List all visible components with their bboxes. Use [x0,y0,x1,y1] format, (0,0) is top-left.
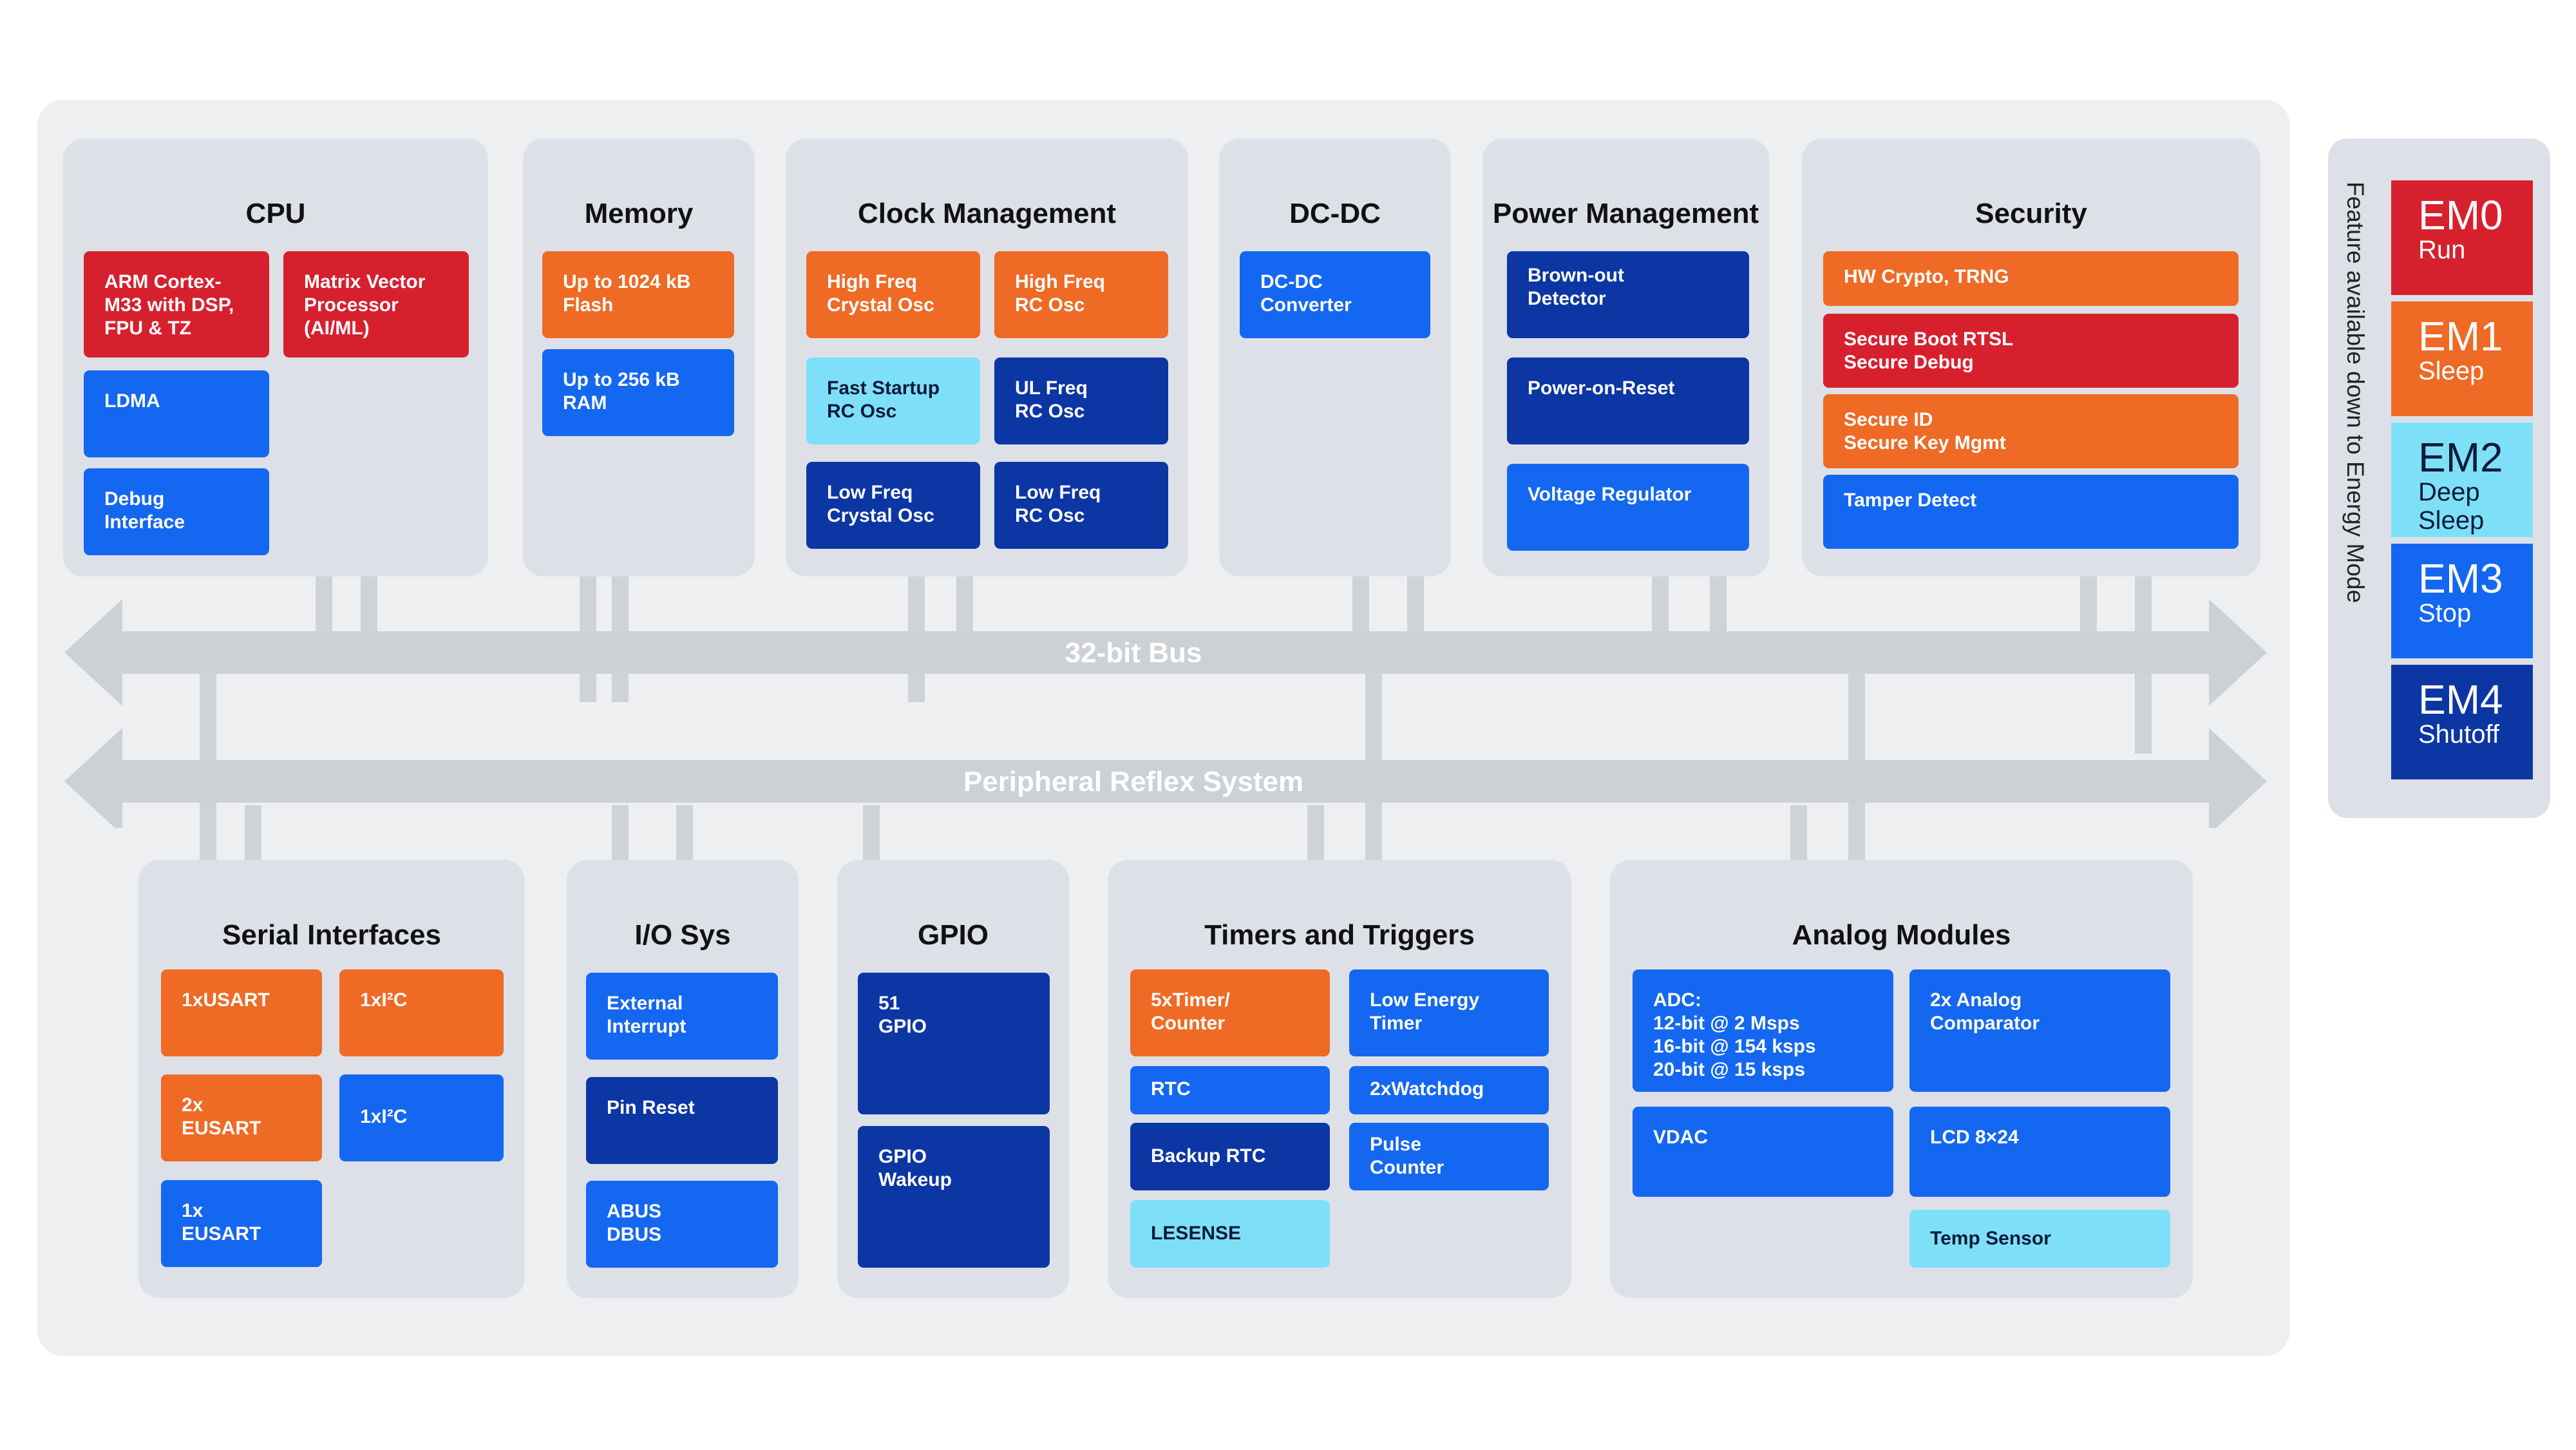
bus-connector [1790,805,1807,863]
section-serial-interfaces: Serial Interfaces 1xUSART 1xI²C 2x EUSAR… [138,860,525,1298]
energy-mode-code: EM1 [2418,313,2503,359]
module-secure-id: Secure ID Secure Key Mgmt [1823,394,2239,468]
section-timers-and-triggers: Timers and Triggers 5xTimer/ Counter Low… [1108,860,1571,1298]
module-pin-reset: Pin Reset [586,1077,778,1164]
energy-mode-name: Run [2418,236,2466,264]
energy-mode-name: Deep Sleep [2418,478,2485,535]
module-voltage-regulator: Voltage Regulator [1507,464,1749,551]
energy-mode-name: Shutoff [2418,720,2500,749]
module-external-interrupt: External Interrupt [586,973,778,1060]
module-dc-dc-converter: DC-DC Converter [1240,251,1430,338]
section-title: Analog Modules [1792,919,2011,951]
module-flash: Up to 1024 kB Flash [542,251,734,338]
section-analog-modules: Analog Modules ADC: 12-bit @ 2 Msps 16-b… [1610,860,2193,1298]
module-brown-out-detector: Brown-out Detector [1507,251,1749,338]
module-watchdog: 2xWatchdog [1349,1066,1549,1114]
section-title: Serial Interfaces [222,919,441,951]
section-title: Timers and Triggers [1204,919,1475,951]
module-backup-rtc: Backup RTC [1130,1123,1330,1190]
module-power-on-reset: Power-on-Reset [1507,358,1749,444]
section-power-management: Power Management Brown-out Detector Powe… [1482,138,1769,577]
energy-mode-name: Sleep [2418,357,2485,385]
bus-connector [676,805,693,863]
section-title: DC-DC [1289,198,1381,229]
section-memory: Memory Up to 1024 kB Flash Up to 256 kB … [523,138,755,577]
section-title: Memory [584,198,694,229]
module-high-freq-crystal-osc: High Freq Crystal Osc [806,251,980,338]
energy-mode-em1: EM1 Sleep [2391,301,2533,416]
module-abus-dbus: ABUS DBUS [586,1181,778,1268]
module-lcd: LCD 8×24 [1909,1107,2170,1197]
module-hw-crypto-trng: HW Crypto, TRNG [1823,251,2239,306]
section-title: Security [1975,198,2087,229]
bus-connector [245,805,261,863]
module-i2c-2: 1xI²C [339,1074,504,1161]
energy-mode-code: EM2 [2418,434,2503,481]
energy-mode-legend-text: Feature available down to Energy Mode [2342,182,2369,604]
section-clock-management: Clock Management High Freq Crystal Osc H… [786,138,1188,577]
module-temp-sensor: Temp Sensor [1909,1210,2170,1268]
module-low-freq-crystal-osc: Low Freq Crystal Osc [806,462,980,549]
section-security: Security HW Crypto, TRNG Secure Boot RTS… [1802,138,2260,577]
section-title: CPU [245,198,306,229]
module-rtc: RTC [1130,1066,1330,1114]
module-analog-comparator: 2x Analog Comparator [1909,969,2170,1092]
bus-connector [612,805,629,863]
module-fast-startup-rc-osc: Fast Startup RC Osc [806,358,980,444]
energy-mode-code: EM0 [2418,192,2503,238]
module-eusart-2x: 2x EUSART [161,1074,322,1161]
module-adc: ADC: 12-bit @ 2 Msps 16-bit @ 154 ksps 2… [1633,969,1893,1092]
bus-32bit-arrow: 32-bit Bus [64,599,2267,706]
module-eusart-1x: 1x EUSART [161,1180,322,1267]
bus-arrows: 32-bit Bus Peripheral Reflex System [64,599,2267,828]
module-debug-interface: Debug Interface [84,468,269,555]
module-low-freq-rc-osc: Low Freq RC Osc [994,462,1168,549]
section-cpu: CPU ARM Cortex- M33 with DSP, FPU & TZ M… [63,138,488,577]
section-dc-dc: DC-DC DC-DC Converter [1219,138,1451,577]
module-vdac: VDAC [1633,1107,1893,1197]
module-low-energy-timer: Low Energy Timer [1349,969,1549,1056]
energy-mode-em0: EM0 Run [2391,180,2533,295]
module-pulse-counter: Pulse Counter [1349,1123,1549,1190]
module-secure-boot: Secure Boot RTSL Secure Debug [1823,314,2239,388]
section-gpio: GPIO 51 GPIO GPIO Wakeup [837,860,1069,1298]
section-io-sys: I/O Sys External Interrupt Pin Reset ABU… [567,860,799,1298]
module-usart: 1xUSART [161,969,322,1056]
bus-32bit-label: 32-bit Bus [1065,637,1202,669]
energy-mode-em4: EM4 Shutoff [2391,665,2533,779]
module-high-freq-rc-osc: High Freq RC Osc [994,251,1168,338]
module-51-gpio: 51 GPIO [858,973,1050,1114]
module-ram: Up to 256 kB RAM [542,349,734,436]
module-tamper-detect: Tamper Detect [1823,475,2239,549]
energy-mode-legend-label: Feature available down to Energy Mode [2338,182,2383,620]
energy-mode-name: Stop [2418,599,2472,627]
section-title: I/O Sys [634,919,731,951]
prs-label: Peripheral Reflex System [963,766,1303,797]
module-ldma: LDMA [84,370,269,457]
module-timer-counter: 5xTimer/ Counter [1130,969,1330,1056]
energy-mode-em3: EM3 Stop [2391,544,2533,658]
module-gpio-wakeup: GPIO Wakeup [858,1126,1050,1268]
energy-mode-em2: EM2 Deep Sleep [2391,423,2533,537]
module-i2c-1: 1xI²C [339,969,504,1056]
module-lesense: LESENSE [1130,1200,1330,1268]
energy-mode-code: EM3 [2418,555,2503,602]
bus-connector [863,805,880,863]
bus-connector [1307,805,1324,863]
peripheral-reflex-system-arrow: Peripheral Reflex System [64,728,2267,828]
section-title: Clock Management [858,198,1116,229]
section-title: Power Management [1492,198,1759,229]
energy-mode-code: EM4 [2418,676,2503,723]
module-arm-cortex: ARM Cortex- M33 with DSP, FPU & TZ [84,251,269,358]
module-ul-freq-rc-osc: UL Freq RC Osc [994,358,1168,444]
section-title: GPIO [917,919,989,951]
module-matrix-vector-processor: Matrix Vector Processor (AI/ML) [283,251,469,358]
